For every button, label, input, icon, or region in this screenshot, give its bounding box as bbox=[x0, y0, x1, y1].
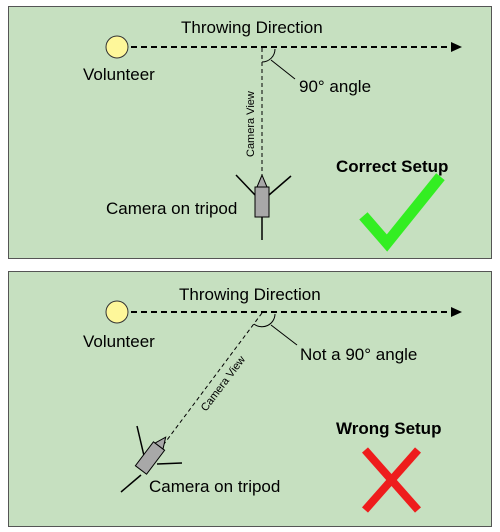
correct-setup-diagram: Throwing Direction Volunteer 90° angle C… bbox=[83, 18, 462, 252]
right-angle-arc bbox=[261, 48, 276, 63]
angle-label: 90° angle bbox=[299, 77, 371, 96]
angle-arc bbox=[253, 313, 276, 328]
camera-view-label: Camera View bbox=[199, 354, 248, 414]
volunteer-label: Volunteer bbox=[83, 65, 155, 84]
correct-setup-panel: Throwing Direction Volunteer 90° angle C… bbox=[8, 6, 492, 259]
angle-pointer-line bbox=[270, 324, 298, 346]
arrow-head-icon bbox=[451, 42, 462, 52]
camera-label: Camera on tripod bbox=[106, 199, 237, 218]
volunteer-icon bbox=[105, 35, 129, 59]
camera-on-tripod-icon bbox=[235, 173, 292, 240]
angle-pointer-line bbox=[270, 59, 296, 80]
setup-label: Wrong Setup bbox=[336, 419, 441, 438]
camera-view-line bbox=[163, 312, 263, 445]
camera-view-label: Camera View bbox=[245, 91, 257, 157]
cross-mark-icon bbox=[362, 447, 421, 513]
camera-label: Camera on tripod bbox=[149, 477, 280, 496]
angle-label: Not a 90° angle bbox=[300, 345, 417, 364]
wrong-setup-panel: Throwing Direction Volunteer Not a 90° a… bbox=[8, 271, 492, 527]
volunteer-label: Volunteer bbox=[83, 332, 155, 351]
check-mark-icon bbox=[359, 173, 445, 252]
throwing-direction-label: Throwing Direction bbox=[179, 285, 321, 304]
volunteer-icon bbox=[105, 300, 129, 324]
wrong-setup-diagram: Throwing Direction Volunteer Not a 90° a… bbox=[83, 285, 462, 513]
camera-on-tripod-icon bbox=[120, 425, 183, 493]
setup-label: Correct Setup bbox=[336, 157, 448, 176]
arrow-head-icon bbox=[451, 307, 462, 317]
throwing-direction-label: Throwing Direction bbox=[181, 18, 323, 37]
